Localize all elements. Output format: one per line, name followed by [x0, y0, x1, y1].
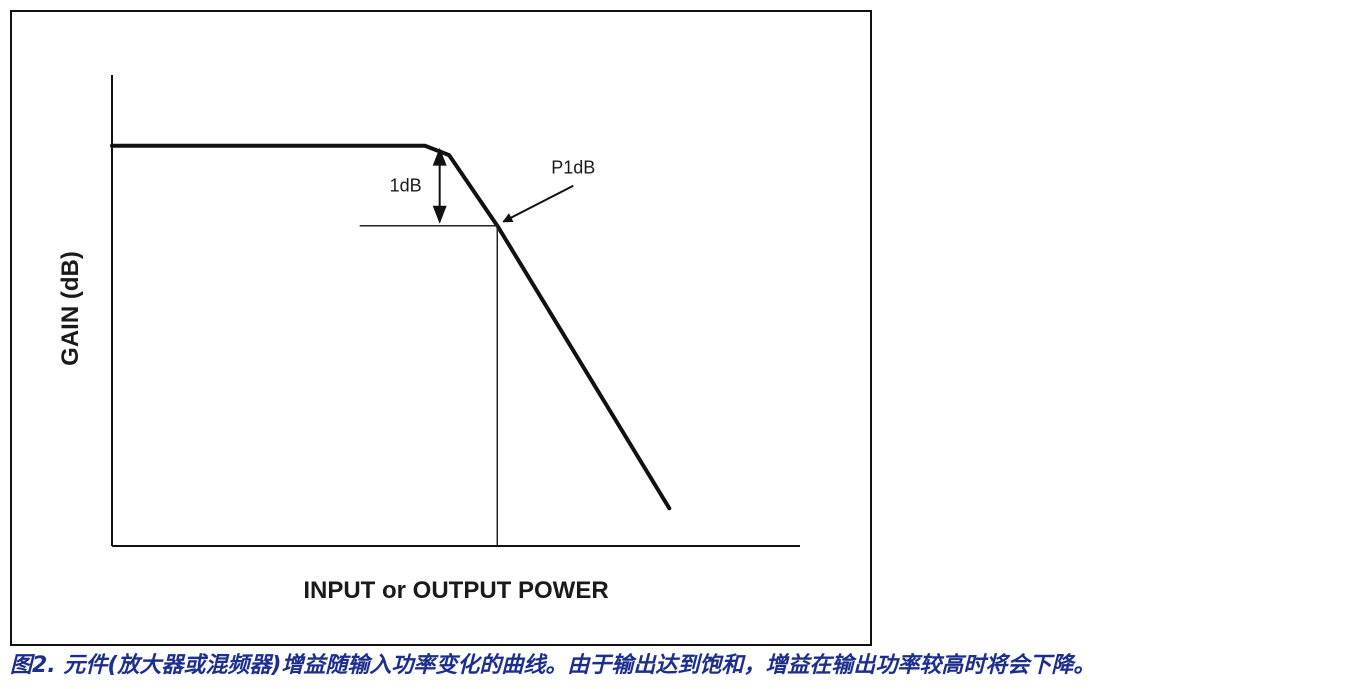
p1db-label: P1dB — [551, 158, 595, 178]
x-axis-title: INPUT or OUTPUT POWER — [303, 577, 608, 604]
gain-drop-arrow-head-bottom — [432, 205, 447, 224]
figure-caption: 图2. 元件(放大器或混频器)增益随输入功率变化的曲线。由于输出达到饱和，增益在… — [10, 653, 1096, 678]
figure-frame — [10, 10, 872, 646]
gain-curve — [110, 143, 672, 511]
p1db-pointer-arrow — [502, 184, 574, 223]
axes — [111, 75, 800, 547]
annotations: GAIN (dB) INPUT or OUTPUT POWER 1dB P1dB — [57, 158, 609, 604]
gain-drop-arrow-head-top — [432, 147, 447, 166]
gain-drop-label: 1dB — [390, 176, 422, 196]
y-axis-title: GAIN (dB) — [57, 251, 84, 366]
chart-marks — [110, 143, 672, 546]
gain-compression-chart: GAIN (dB) INPUT or OUTPUT POWER 1dB P1dB — [57, 75, 800, 604]
